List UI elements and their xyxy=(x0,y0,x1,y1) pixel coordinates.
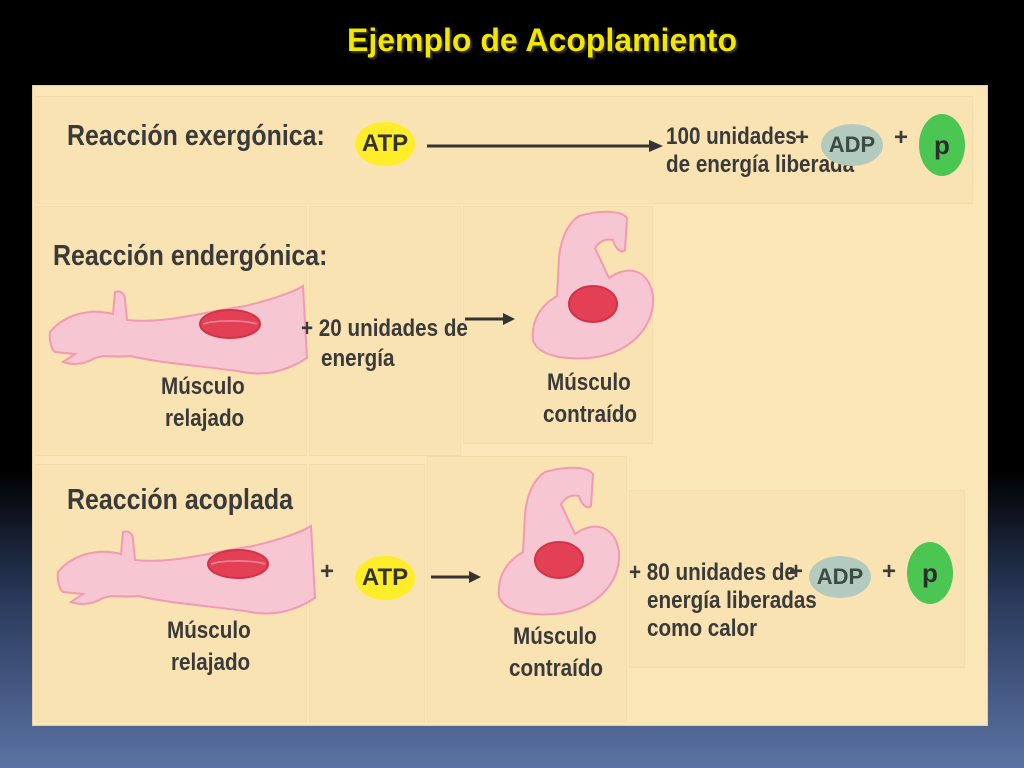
reaction-arrow xyxy=(431,571,481,583)
plus-sign: + xyxy=(894,124,909,151)
heat-energy-line1: + 80 unidades de xyxy=(629,559,796,586)
row-endergonic-mid xyxy=(309,206,461,456)
atp-badge: ATP xyxy=(355,556,415,600)
relaxed-muscle-label-line2: relajado xyxy=(165,405,245,432)
heat-energy-line3: como calor xyxy=(647,615,758,642)
reaction-arrow xyxy=(465,313,515,325)
phosphate-badge: p xyxy=(907,542,953,604)
plus-sign: + xyxy=(795,124,810,151)
relaxed-arm-illustration xyxy=(48,284,309,375)
relaxed-muscle-label-line1: Músculo xyxy=(161,373,245,400)
relaxed-arm-illustration xyxy=(56,524,317,615)
contracted-arm-illustration xyxy=(497,466,621,616)
relaxed-muscle-label-line2: relajado xyxy=(171,649,251,676)
atp-badge: ATP xyxy=(355,122,415,166)
adp-badge: ADP xyxy=(821,124,883,166)
relaxed-muscle-label-line1: Músculo xyxy=(167,617,251,644)
plus-sign: + xyxy=(882,558,897,585)
contracted-muscle-label-line2: contraído xyxy=(543,401,638,428)
slide-title: Ejemplo de Acoplamiento xyxy=(347,22,737,58)
plus-sign: + xyxy=(789,558,804,585)
energy-released-line1: 100 unidades xyxy=(666,123,797,150)
contracted-muscle-label-line1: Músculo xyxy=(547,369,631,396)
endergonic-heading: Reacción endergónica: xyxy=(53,240,328,272)
adp-badge: ADP xyxy=(809,556,871,598)
heat-energy-line2: energía liberadas xyxy=(647,587,817,614)
row-exergonic xyxy=(35,96,973,204)
contracted-muscle-label-line2: contraído xyxy=(509,655,604,682)
energy-released-line2: de energía liberada xyxy=(666,151,855,178)
energy-input-line1: + 20 unidades de xyxy=(301,315,468,342)
reaction-arrow xyxy=(427,140,663,152)
energy-input-line2: energía xyxy=(321,345,395,372)
diagram-panel: Reacción exergónica: ATP 100 unidades de… xyxy=(32,85,988,726)
contracted-arm-illustration xyxy=(531,210,655,360)
plus-sign: + xyxy=(320,558,335,585)
phosphate-badge: p xyxy=(919,114,965,176)
exergonic-heading: Reacción exergónica: xyxy=(67,120,325,152)
coupled-heading: Reacción acoplada xyxy=(67,484,293,516)
contracted-muscle-label-line1: Músculo xyxy=(513,623,597,650)
